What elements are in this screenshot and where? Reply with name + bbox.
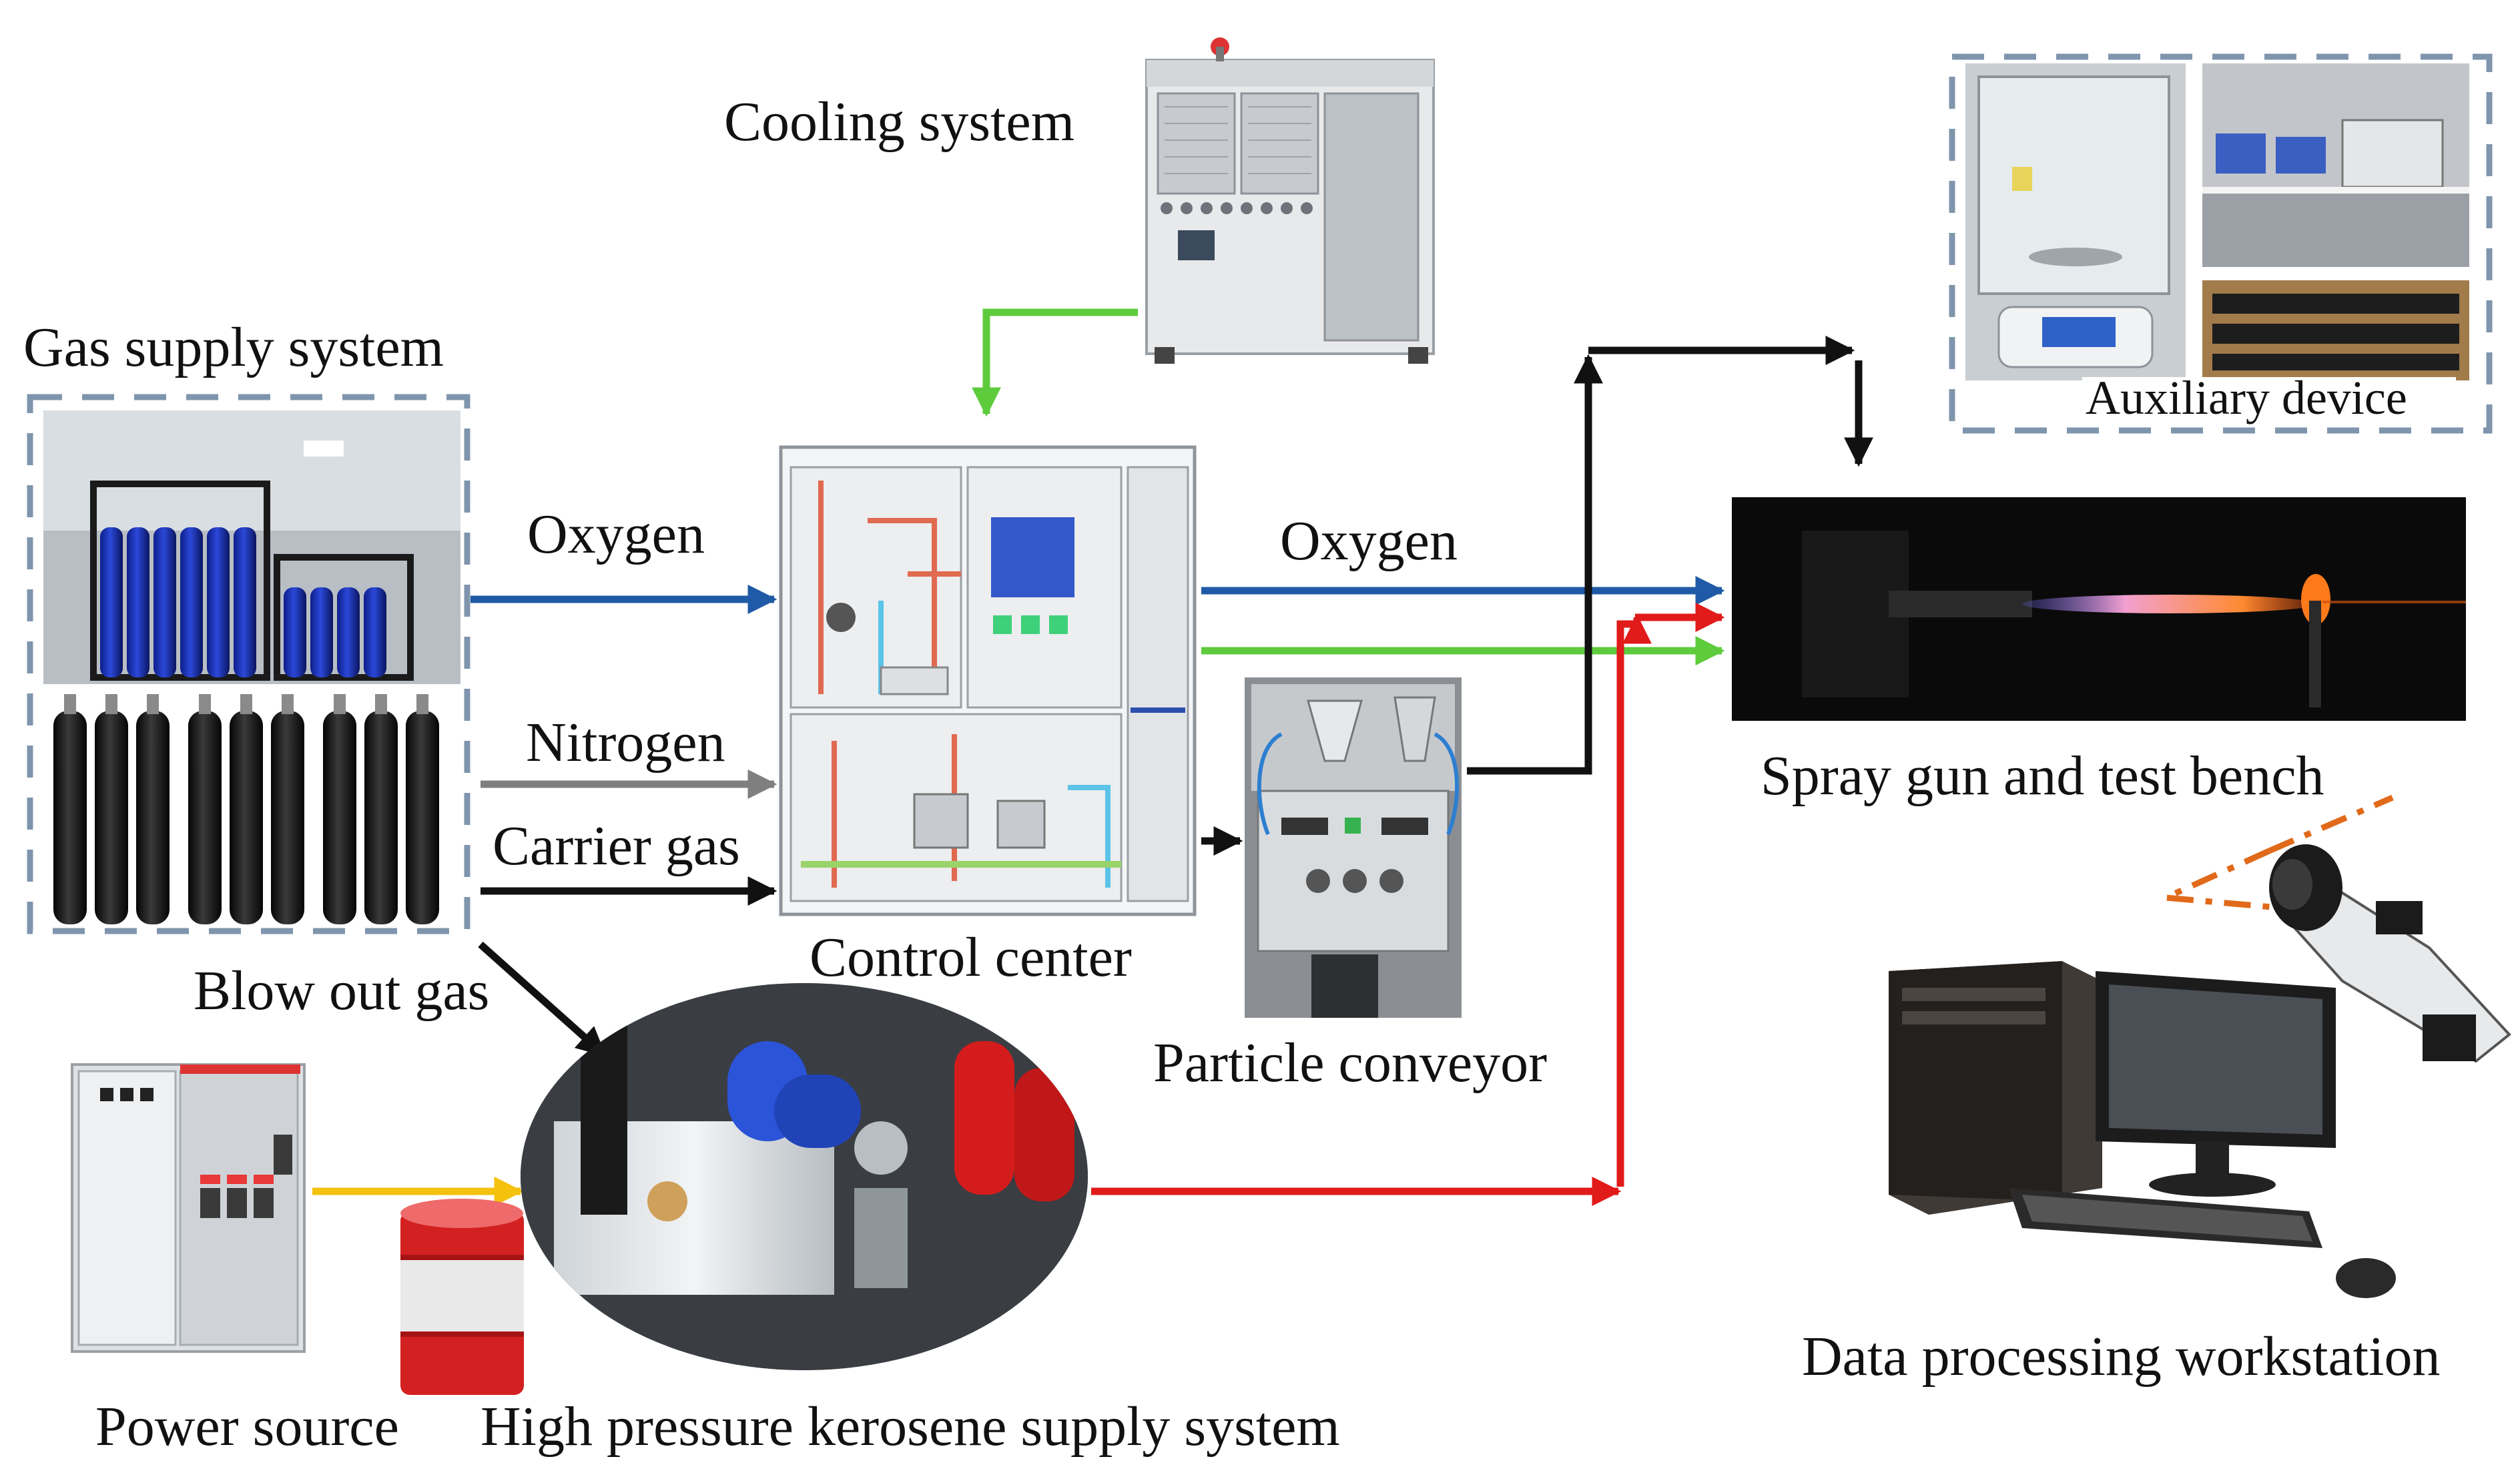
lab-bench-icon	[2202, 63, 2469, 267]
power-cabinet-icon	[71, 1063, 306, 1353]
camera-fov-top	[2268, 794, 2394, 854]
gas-supply-frame	[27, 394, 470, 934]
keyboard-icon	[2009, 1188, 2322, 1248]
particle-conveyor-icon	[1245, 677, 1462, 1018]
control-center-label: Control center	[810, 926, 1132, 988]
gas-supply-system-label: Gas supply system	[23, 316, 444, 378]
control-cabinet-icon	[779, 445, 1197, 916]
particle-conveyor-label: Particle conveyor	[1153, 1032, 1547, 1094]
spray-gun-label: Spray gun and test bench	[1761, 745, 2324, 807]
camera-icon	[2269, 844, 2511, 1063]
kerosene-pump-icon	[521, 983, 1088, 1370]
power-source-label: Power source	[95, 1396, 399, 1458]
kerosene-riser-arrow	[1616, 614, 1652, 1187]
cooling-system-label: Cooling system	[724, 91, 1074, 153]
mouse-icon	[2336, 1258, 2396, 1298]
carrier-gas-label: Carrier gas	[493, 815, 740, 877]
auxiliary-frame	[1949, 53, 2493, 434]
workstation-label: Data processing workstation	[1802, 1325, 2440, 1388]
oxygen-in-label: Oxygen	[527, 503, 705, 565]
blow-out-gas-label: Blow out gas	[194, 960, 489, 1022]
powder-feed-arrow	[1467, 354, 1603, 775]
gas-cylinder-rack-icon	[43, 410, 460, 684]
nitrogen-label: Nitrogen	[526, 711, 725, 774]
analytical-balance-icon	[1965, 63, 2186, 380]
blow-out-gas-arrow	[478, 941, 607, 1058]
computer-tower-icon	[1889, 961, 2102, 1215]
monitor-icon	[2096, 971, 2336, 1197]
kerosene-supply-label: High pressure kerosene supply system	[481, 1396, 1340, 1458]
camera-fov-dashes	[2154, 848, 2280, 911]
cooling-return-arrow	[972, 308, 1138, 417]
auxiliary-device-label: Auxiliary device	[2086, 371, 2407, 424]
sample-tray-icon	[2202, 280, 2469, 380]
cooling-unit-icon	[1145, 37, 1435, 364]
oxygen-out-label: Oxygen	[1280, 510, 1458, 572]
fuel-drum-icon	[400, 1199, 524, 1395]
gas-cylinders-icon	[53, 694, 439, 924]
spray-flame-icon	[1732, 497, 2466, 721]
